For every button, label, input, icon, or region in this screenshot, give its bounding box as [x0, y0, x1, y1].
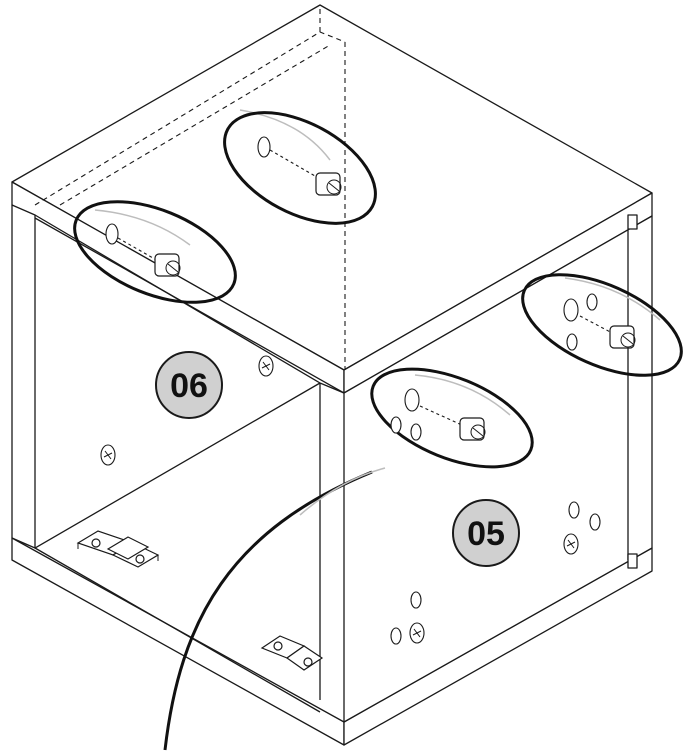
notch-top	[627, 214, 638, 230]
screw-icon	[409, 622, 425, 644]
inner-back-bottom	[34, 382, 321, 549]
cam-lock-icon	[315, 172, 342, 196]
screw-icon	[258, 355, 274, 377]
part-badge-06: 06	[155, 351, 223, 419]
part-label-06: 06	[170, 367, 208, 405]
left-inner-edge	[34, 214, 321, 384]
dowel-hole-icon	[390, 627, 402, 645]
bottom-inner-edge	[34, 547, 321, 713]
callout-top-left	[73, 200, 237, 304]
callout-front-top	[370, 367, 534, 469]
cam-lock-icon	[459, 417, 486, 441]
dowel-hole-icon	[257, 136, 271, 158]
dowel-hole-icon	[589, 513, 601, 531]
callout-right-top	[521, 273, 683, 377]
hinge-plate-icon	[260, 635, 324, 671]
cam-lock-icon	[154, 253, 181, 277]
cam-lock-icon	[609, 325, 636, 349]
screw-icon	[100, 444, 116, 466]
hinge-plate-icon	[76, 530, 160, 568]
dowel-hole-icon	[390, 416, 402, 434]
screw-icon	[563, 533, 579, 555]
pointer-arc	[163, 470, 373, 751]
part-label-05: 05	[467, 515, 505, 553]
front-panel-left-edge	[319, 382, 345, 394]
dowel-hole-icon	[410, 423, 422, 441]
dowel-hole-icon	[568, 501, 580, 519]
callout-top-rear	[223, 109, 377, 225]
part-badge-05: 05	[452, 499, 520, 567]
hidden-edge-inner-back	[59, 44, 331, 206]
left-side-panel-front	[11, 204, 36, 549]
notch-bottom	[627, 553, 638, 569]
dowel-hole-icon	[566, 333, 578, 351]
dowel-hole-icon	[404, 388, 420, 412]
dowel-hole-icon	[105, 223, 119, 245]
pointer-arc-motion	[299, 467, 386, 516]
dowel-hole-icon	[563, 298, 579, 322]
dowel-hole-icon	[586, 293, 598, 311]
dowel-hole-icon	[410, 591, 422, 609]
